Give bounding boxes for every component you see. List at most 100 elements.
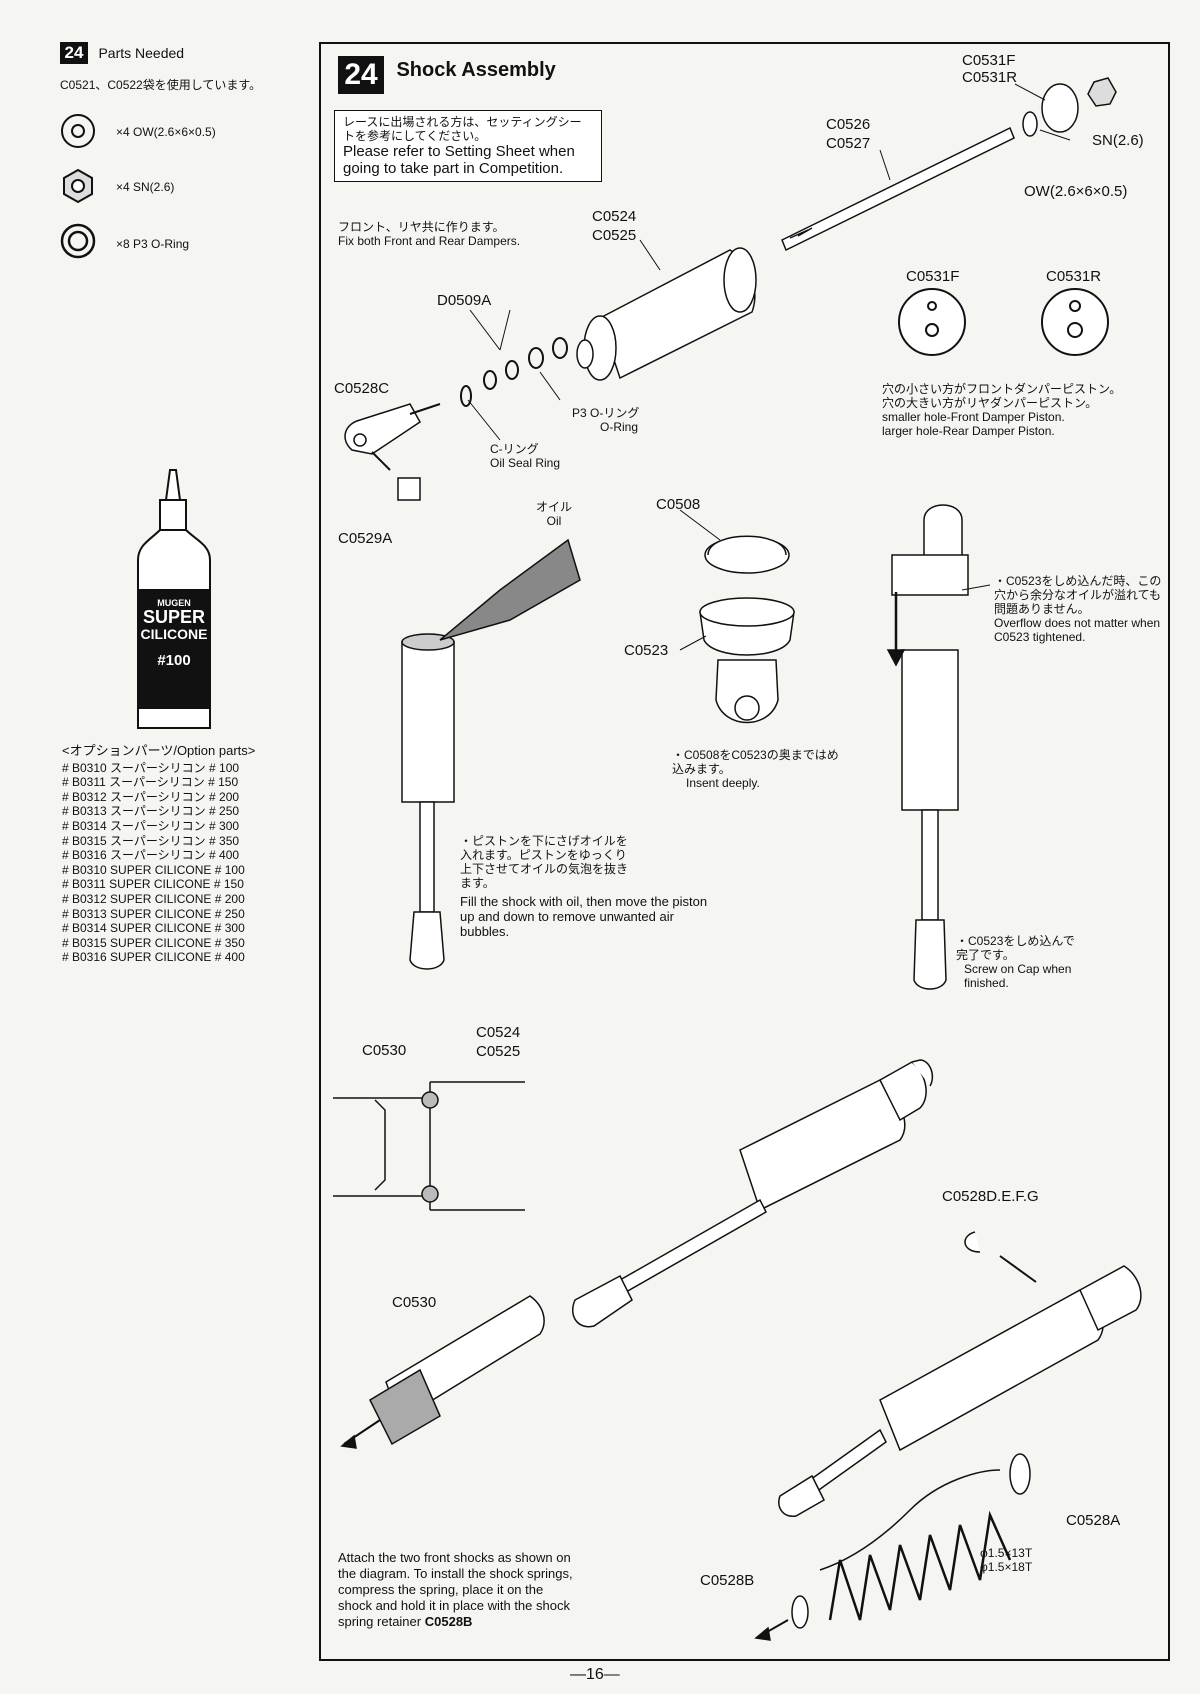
spring-spec: φ1.5×13T φ1.5×18T: [980, 1546, 1032, 1574]
label-ow: OW(2.6×6×0.5): [1024, 183, 1128, 200]
oil-jp: オイル: [536, 500, 573, 514]
main-frame: [319, 42, 1170, 1661]
shock-shaft-drawing: [781, 77, 1117, 252]
piston-en1: smaller hole-Front Damper Piston.: [882, 410, 1065, 424]
option-parts-list: <オプションパーツ/Option parts> # B0310 スーパーシリコン…: [62, 743, 255, 965]
fix-jp: フロント、リヤ共に作ります。: [338, 220, 505, 234]
shock-cap-drawing: [699, 535, 795, 724]
piston-jp1: 穴の小さい方がフロントダンパーピストン。: [882, 382, 1122, 396]
notice-en: Please refer to Setting Sheet when going…: [343, 143, 575, 177]
insert-en: Insent deeply.: [686, 776, 760, 790]
parts-item-oring: ×8 P3 O-Ring: [116, 237, 190, 251]
p3-jp: P3 O-リング: [572, 406, 640, 420]
shock-attach-drawing: [340, 1059, 934, 1449]
label-c0528b: C0528B: [700, 1572, 755, 1589]
piston-note: 穴の小さい方がフロントダンパーピストン。 穴の大きい方がリヤダンパーピストン。 …: [882, 382, 1121, 438]
option-en-5: # B0315 SUPER CILICONE # 350: [62, 935, 245, 950]
silicone-bottle-icon: [137, 469, 211, 729]
bottle-label: MUGEN SUPER CILICONE #100: [140, 598, 208, 669]
cring-en: Oil Seal Ring: [490, 456, 561, 470]
parts-needed-title: Parts Needed: [98, 45, 185, 61]
fix-en: Fix both Front and Rear Dampers.: [338, 234, 521, 248]
parts-item-nut: ×4 SN(2.6): [116, 180, 175, 194]
bottle-line2: CILICONE: [140, 626, 208, 642]
bottle-brand: MUGEN: [157, 598, 191, 608]
label-c0524-detail: C0524: [476, 1024, 521, 1041]
label-c-ring: C-リング Oil Seal Ring: [490, 442, 560, 470]
step-badge: 24: [60, 42, 88, 64]
label-c0528defg: C0528D.E.F.G: [942, 1188, 1039, 1205]
option-jp-5: # B0315 スーパーシリコン # 350: [62, 833, 240, 848]
label-oil: オイル Oil: [536, 500, 572, 528]
notice-jp: レースに出場される方は、セッティングシートを参考にしてください。: [343, 115, 582, 143]
option-en-3: # B0313 SUPER CILICONE # 250: [62, 906, 245, 921]
spring-spec-1: φ1.5×13T: [980, 1546, 1033, 1560]
parts-item-washer: ×4 OW(2.6×6×0.5): [116, 125, 216, 139]
overflow-jp: ・C0523をしめ込んだ時、この穴から余分なオイルが溢れても問題ありません。: [994, 574, 1162, 616]
screw-note: ・C0523をしめ込んで完了です。 Screw on Cap when fini…: [956, 934, 1086, 990]
piston-rear-icon: [1041, 288, 1109, 356]
fill-jp: ・ピストンを下にさげオイルを入れます。ピストンをゆっくり上下させてオイルの気泡を…: [460, 834, 629, 890]
piston-jp2: 穴の大きい方がリヤダンパーピストン。: [882, 396, 1098, 410]
label-c0524: C0524: [592, 208, 637, 225]
screw-jp: ・C0523をしめ込んで完了です。: [956, 934, 1075, 962]
label-c0525: C0525: [592, 227, 637, 244]
option-en-2: # B0312 SUPER CILICONE # 200: [62, 891, 245, 906]
label-piston-r: C0531R: [1046, 268, 1102, 285]
label-d0509a: D0509A: [437, 292, 492, 309]
main-step-badge: 24: [338, 56, 384, 94]
washer-icon: [61, 114, 95, 148]
piston-en2: larger hole-Rear Damper Piston.: [882, 424, 1055, 438]
label-c0523: C0523: [624, 642, 669, 659]
label-c0525-detail: C0525: [476, 1043, 521, 1060]
label-c0531f-top: C0531F: [962, 52, 1016, 69]
rod-end-drawing: [344, 403, 441, 501]
label-c0526: C0526: [826, 116, 871, 133]
parts-needed-header: 24 Parts Needed: [60, 42, 184, 64]
bottle-grade: #100: [157, 652, 191, 669]
label-c0528a: C0528A: [1066, 1512, 1121, 1529]
option-en-1: # B0311 SUPER CILICONE # 150: [62, 877, 244, 892]
label-c0530: C0530: [392, 1294, 437, 1311]
option-jp-1: # B0311 スーパーシリコン # 150: [62, 775, 239, 790]
attach-text: Attach the two front shocks as shown on …: [338, 1550, 573, 1629]
spring-spec-2: φ1.5×18T: [980, 1560, 1033, 1574]
hex-nut-icon: [63, 168, 93, 204]
p3-en: O-Ring: [600, 420, 639, 434]
attach-instructions: Attach the two front shocks as shown on …: [338, 1550, 578, 1630]
parts-bag-note: C0521、C0522袋を使用しています。: [60, 78, 262, 92]
option-jp-0: # B0310 スーパーシリコン # 100: [62, 760, 240, 775]
setting-sheet-notice: レースに出場される方は、セッティングシートを参考にしてください。 Please …: [334, 110, 602, 182]
oil-filling-drawing: [401, 538, 581, 970]
label-c0530-detail: C0530: [362, 1042, 407, 1059]
completed-shock-drawing: [886, 504, 969, 990]
insert-jp: ・C0508をC0523の奥まではめ込みます。: [672, 748, 839, 776]
label-p3-oring: P3 O-リング O-Ring: [572, 406, 639, 434]
option-en-0: # B0310 SUPER CILICONE # 100: [62, 862, 245, 877]
overflow-note: ・C0523をしめ込んだ時、この穴から余分なオイルが溢れても問題ありません。 O…: [994, 574, 1162, 644]
main-title: Shock Assembly: [396, 59, 556, 81]
page-number: —16—: [570, 1666, 620, 1683]
o-ring-stack-drawing: [460, 337, 568, 407]
option-jp-6: # B0316 スーパーシリコン # 400: [62, 848, 240, 863]
bottle-line1: SUPER: [142, 607, 205, 627]
fix-both-note: フロント、リヤ共に作ります。 Fix both Front and Rear D…: [338, 220, 578, 248]
fill-note: ・ピストンを下にさげオイルを入れます。ピストンをゆっくり上下させてオイルの気泡を…: [460, 834, 710, 939]
fill-en: Fill the shock with oil, then move the p…: [460, 894, 708, 939]
option-en-4: # B0314 SUPER CILICONE # 300: [62, 921, 245, 936]
insert-note: ・C0508をC0523の奥まではめ込みます。 Insent deeply.: [672, 748, 842, 790]
label-sn: SN(2.6): [1092, 132, 1144, 149]
spring-assembly-drawing: [754, 1231, 1142, 1641]
label-c0531r-top: C0531R: [962, 69, 1018, 86]
label-c0508: C0508: [656, 496, 701, 513]
option-en-6: # B0316 SUPER CILICONE # 400: [62, 950, 245, 965]
screw-en: Screw on Cap when finished.: [964, 962, 1072, 990]
piston-front-icon: [898, 288, 966, 356]
o-ring-icon: [60, 223, 96, 259]
oil-en: Oil: [546, 514, 562, 528]
label-c0529a: C0529A: [338, 530, 393, 547]
shock-cylinder-drawing: [576, 247, 757, 381]
leader-lines: [467, 83, 1071, 651]
label-c0527: C0527: [826, 135, 871, 152]
